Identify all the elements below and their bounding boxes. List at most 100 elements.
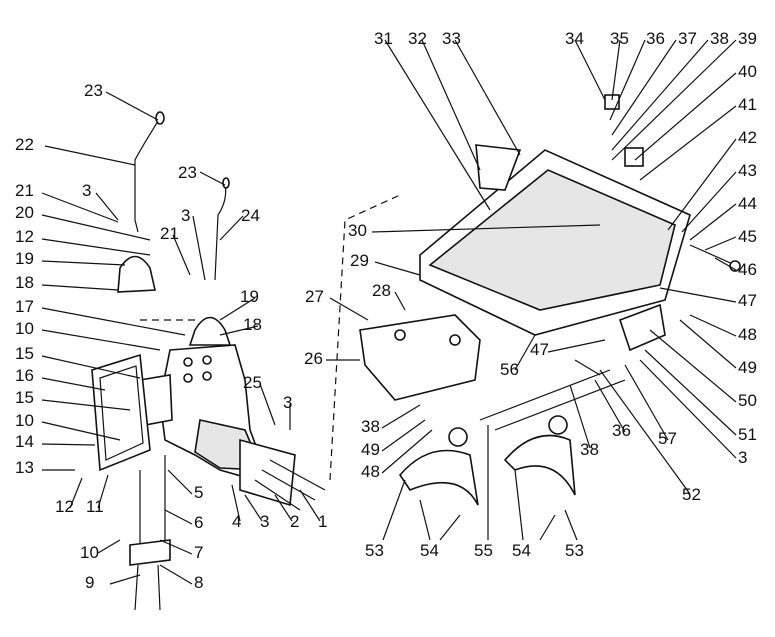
- leader-line: [244, 494, 263, 522]
- label-1: 1: [318, 512, 327, 531]
- leader-line: [514, 469, 524, 541]
- leader-line: [41, 377, 106, 391]
- label-30: 30: [348, 221, 367, 240]
- leader-line: [219, 215, 244, 241]
- leader-line: [574, 39, 606, 101]
- leader-line: [381, 429, 433, 474]
- gear-lever-22: [134, 111, 165, 233]
- leader-line: [41, 421, 121, 441]
- leader-line: [384, 39, 491, 211]
- label-27: 27: [305, 287, 324, 306]
- leader-line: [44, 145, 136, 166]
- label-55: 55: [474, 541, 493, 560]
- label-10-bottom: 10: [80, 543, 99, 562]
- label-51: 51: [738, 425, 757, 444]
- label-14: 14: [15, 432, 34, 451]
- label-21-left: 21: [15, 181, 34, 200]
- gearshift-boot-and-cap: [117, 255, 232, 346]
- label-40: 40: [738, 62, 757, 81]
- label-21-right: 21: [160, 224, 179, 243]
- label-35: 35: [610, 29, 629, 48]
- shift-rod-linkage: [129, 455, 171, 611]
- label-2: 2: [290, 512, 299, 531]
- label-18-left: 18: [15, 273, 34, 292]
- leader-line: [159, 539, 193, 555]
- leader-line: [159, 564, 193, 585]
- part-number-labels: 1 2 3 4 5 6 7 8 9 10 11 12 13 14 10 15 1…: [15, 29, 757, 592]
- leader-line: [681, 171, 737, 233]
- leader-line: [564, 509, 578, 541]
- leader-line: [514, 334, 536, 371]
- label-53-left: 53: [365, 541, 384, 560]
- leader-line: [634, 72, 737, 161]
- leader-line: [41, 355, 141, 379]
- label-10-mid: 10: [15, 411, 34, 430]
- label-5: 5: [194, 483, 203, 502]
- leader-line: [594, 379, 626, 433]
- label-4: 4: [232, 512, 241, 531]
- leader-line: [609, 39, 646, 121]
- label-47-upper: 47: [738, 291, 757, 310]
- label-3-mid: 3: [181, 206, 190, 225]
- label-38-left: 38: [361, 417, 380, 436]
- leader-line: [689, 203, 737, 241]
- label-47-lower: 47: [530, 340, 549, 359]
- label-32: 32: [408, 29, 427, 48]
- leader-line: [547, 339, 606, 353]
- label-24: 24: [241, 206, 260, 225]
- label-10-top: 10: [15, 319, 34, 338]
- leader-line: [394, 291, 406, 311]
- label-18-right: 18: [243, 315, 262, 334]
- leader-line: [639, 359, 737, 459]
- leader-line: [41, 238, 151, 256]
- leader-line: [649, 329, 737, 403]
- leader-line: [569, 384, 591, 449]
- leader-line: [97, 474, 109, 509]
- label-22: 22: [15, 135, 34, 154]
- shift-cover: [419, 144, 691, 336]
- leader-line: [299, 489, 321, 522]
- leader-line: [382, 479, 406, 541]
- leader-line: [41, 284, 119, 291]
- label-45: 45: [738, 227, 757, 246]
- label-8: 8: [194, 573, 203, 592]
- label-42: 42: [738, 128, 757, 147]
- leader-line: [41, 192, 119, 223]
- leader-line: [199, 171, 226, 186]
- label-11: 11: [86, 497, 104, 516]
- label-56: 56: [500, 360, 519, 379]
- leader-line: [454, 39, 521, 156]
- label-29: 29: [350, 251, 369, 270]
- label-15-lower: 15: [15, 388, 34, 407]
- label-19-right: 19: [240, 287, 259, 306]
- label-44: 44: [738, 194, 757, 213]
- label-39: 39: [738, 29, 757, 48]
- leader-line: [421, 39, 481, 171]
- label-36-top: 36: [646, 29, 665, 48]
- leader-line: [539, 514, 556, 541]
- label-52: 52: [682, 485, 701, 504]
- leader-line: [259, 383, 276, 426]
- leader-line: [231, 484, 241, 522]
- label-54-left: 54: [420, 541, 439, 560]
- rear-flange: [239, 438, 326, 511]
- label-48-right: 48: [738, 325, 757, 344]
- label-6: 6: [194, 513, 203, 532]
- leader-line: [644, 349, 737, 436]
- leader-line: [329, 297, 369, 321]
- leader-line: [172, 234, 191, 276]
- label-19-left: 19: [15, 249, 34, 268]
- shift-fork-left: [398, 427, 479, 506]
- leader-line: [374, 261, 421, 276]
- label-38-top: 38: [710, 29, 729, 48]
- leader-line: [164, 509, 193, 525]
- label-46: 46: [738, 260, 757, 279]
- label-48-left: 48: [361, 462, 380, 481]
- interlock-bracket: [618, 303, 666, 352]
- label-3-housing: 3: [283, 393, 292, 412]
- leader-line: [274, 494, 293, 522]
- leader-line: [219, 297, 256, 321]
- label-26: 26: [304, 349, 323, 368]
